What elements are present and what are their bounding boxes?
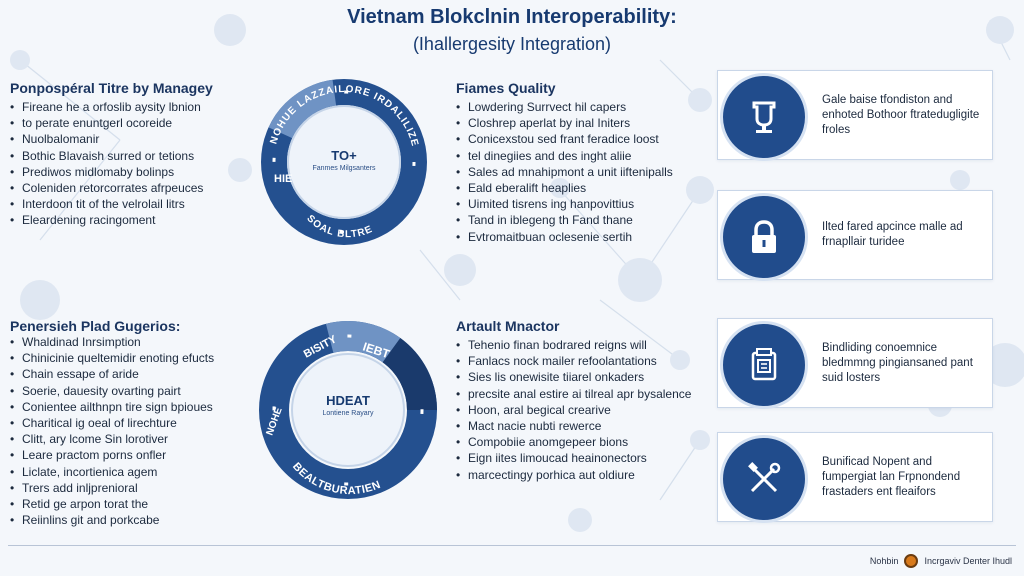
list-item: Conicexstou sed frant feradice loost: [456, 131, 673, 147]
trophy-icon: [752, 101, 776, 133]
list-item: Bothic Blavaish surred or tetions: [10, 148, 203, 164]
list-item: Uimited tisrens ing hanpovittius: [456, 196, 673, 212]
bullet-list-top-mid: Lowdering Surrvect hil capersCloshrep ap…: [456, 99, 673, 245]
footer-divider: [8, 545, 1016, 546]
list-item: Clitt, ary lcome Sin lorotiver: [10, 431, 214, 447]
lock-icon: [752, 220, 776, 253]
list-item: Whaldinad Inrsimption: [10, 334, 214, 350]
list-item: Conientee ailthnpn tire sign bpioues: [10, 399, 214, 415]
list-item: marcectingy porhica aut oldiure: [456, 467, 691, 483]
bottom-ring-center: HDEAT Lontiene Rayary: [288, 393, 408, 417]
bottom-ring-diagram: BISITY IEBT NOHE BEALTBURATIEN: [259, 321, 437, 499]
bullet-list-bottom-left: Whaldinad InrsimptionChinicinie queltemi…: [10, 334, 214, 529]
footer-text-right: Incrgaviv Denter Ihudl: [924, 556, 1012, 566]
section-heading-bottom-mid: Artault Mnactor: [456, 318, 560, 334]
list-item: Hoon, aral begical crearive: [456, 402, 691, 418]
list-item: Leare practom porns onfler: [10, 447, 214, 463]
bottom-ring-center-title: HDEAT: [326, 393, 370, 408]
bottom-ring-dividers: [272, 334, 424, 486]
list-item: tel dinegiies and des inght aliie: [456, 148, 673, 164]
card-3-icon-badge: [720, 321, 808, 409]
list-item: Mact nacie nubti rewerce: [456, 418, 691, 434]
section-heading-top-mid: Fiames Quality: [456, 80, 556, 96]
top-ring-center-title: TO+: [331, 148, 357, 163]
feature-card-2: Ilted fared apcince malle ad frnapllair …: [717, 190, 993, 281]
list-item: to perate enuntgerl ocoreide: [10, 115, 203, 131]
feature-card-3: Bindliding conoemnice bledmmng pingiansa…: [717, 318, 993, 409]
bullet-list-bottom-mid: Tehenio finan bodrared reigns willFanlac…: [456, 337, 691, 483]
list-item: Lowdering Surrvect hil capers: [456, 99, 673, 115]
list-item: Eign iites limoucad heainonectors: [456, 450, 691, 466]
list-item: Nuolbalomanir: [10, 131, 203, 147]
list-item: Eleardening racingoment: [10, 212, 203, 228]
list-item: Interdoon tit of the velrolail litrs: [10, 196, 203, 212]
footer: Nohbin Incrgaviv Denter Ihudl: [870, 554, 1012, 568]
card-3-text: Bindliding conoemnice bledmmng pingiansa…: [822, 341, 973, 384]
list-item: Prediwos midlomaby bolinps: [10, 164, 203, 180]
list-item: Eald eberalift heaplies: [456, 180, 673, 196]
top-ring-center-caption: Fanmes Milgsanters: [312, 165, 376, 172]
list-item: precsite anal estire ai tilreal apr bysa…: [456, 386, 691, 402]
bottom-ring-center-disc: [291, 353, 405, 467]
top-ring-left-label: HIE: [274, 173, 292, 185]
page-title: Vietnam Blokclnin Interoperability:: [347, 6, 677, 28]
list-item: Chain essape of aride: [10, 366, 214, 382]
list-item: Sies lis onewisite tiiarel onkaders: [456, 369, 691, 385]
list-item: Reiinlins git and porkcabe: [10, 512, 214, 528]
list-item: Compobiie anomgepeer bions: [456, 434, 691, 450]
card-1-text: Gale baise tfondiston and enhoted Bothoo…: [822, 93, 980, 136]
list-item: Soerie, dauesity ovarting pairt: [10, 383, 214, 399]
list-item: Tehenio finan bodrared reigns will: [456, 337, 691, 353]
card-4-icon-badge: [720, 435, 808, 523]
tools-icon: [748, 462, 781, 493]
section-heading-bottom-left: Penersieh Plad Gugerios:: [10, 318, 181, 334]
feature-card-4: Bunificad Nopent and fumpergiat lan Frpn…: [717, 432, 993, 523]
list-item: Closhrep aperlat by inal Initers: [456, 115, 673, 131]
section-heading-top-left: Ponpospéral Titre by Managey: [10, 80, 213, 96]
list-item: Trers add inljprenioral: [10, 480, 214, 496]
feature-card-1: Gale baise tfondiston and enhoted Bothoo…: [717, 70, 993, 161]
list-item: Liclate, incortienica agem: [10, 464, 214, 480]
list-item: Evtromaitbuan oclesenie sertih: [456, 229, 673, 245]
list-item: Sales ad mnahipmont a unit iiftenipalls: [456, 164, 673, 180]
list-item: Fireane he a orfoslib aysity lbnion: [10, 99, 203, 115]
list-item: Chinicinie queltemidir enoting efucts: [10, 350, 214, 366]
list-item: Charitical ig oeal of lirechture: [10, 415, 214, 431]
card-2-text: Ilted fared apcince malle ad frnapllair …: [822, 221, 963, 248]
card-4-text: Bunificad Nopent and fumpergiat lan Frpn…: [822, 455, 961, 498]
card-1-icon-badge: [720, 73, 808, 161]
list-item: Coleniden retorcorrates afrpeuces: [10, 180, 203, 196]
list-item: Tand in iblegeng th Fand thane: [456, 212, 673, 228]
top-ring-center-disc: [287, 105, 401, 219]
bottom-ring-center-caption: Lontiene Rayary: [322, 410, 374, 417]
bullet-list-top-left: Fireane he a orfoslib aysity lbnionto pe…: [10, 99, 203, 229]
list-item: Fanlacs nock mailer refoolantations: [456, 353, 691, 369]
footer-logo-icon: [904, 554, 919, 568]
top-ring-diagram: NOHUE LAZZAILORE IRDALILIZE HIE SOAL BLT…: [261, 79, 427, 245]
page-subtitle: (Ihallergesity Integration): [412, 34, 612, 54]
footer-text-left: Nohbin: [869, 556, 899, 566]
list-item: Retid ge arpon torat the: [10, 496, 214, 512]
top-ring-dividers: [272, 90, 416, 234]
document-badge-icon: [751, 348, 777, 381]
top-ring-center: TO+ Fanmes Milgsanters: [284, 148, 404, 172]
card-2-icon-badge: [720, 193, 808, 281]
